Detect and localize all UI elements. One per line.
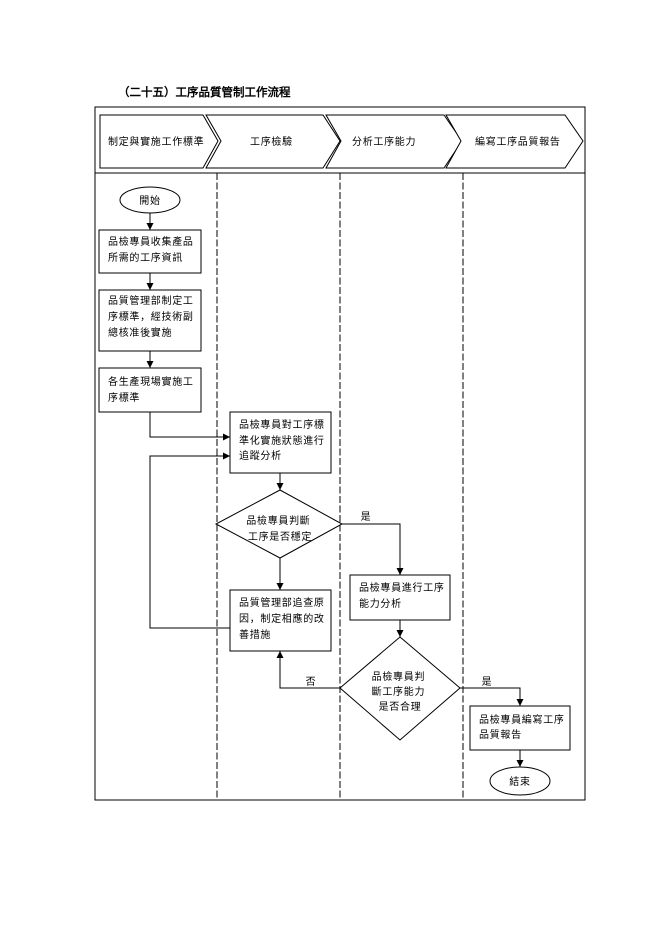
label-line: 序標準 bbox=[108, 391, 140, 404]
label-line: 序標準，經技術副 bbox=[108, 310, 194, 323]
label-line: 工序是否穩定 bbox=[248, 530, 312, 543]
lane-header-chevron bbox=[445, 114, 584, 169]
node-report: 品檢專員編寫工序 品質報告 bbox=[469, 705, 571, 751]
label-line: 品檢專員判斷 bbox=[246, 514, 310, 527]
label-line: 品檢專員進行工序 bbox=[359, 581, 445, 594]
swimlane-frame bbox=[94, 106, 586, 801]
node-label: 品檢專員對工序標 準化實施狀態進行 追蹤分析 bbox=[239, 418, 328, 462]
edge-label-capability-no: 否 bbox=[306, 676, 317, 688]
process-box bbox=[98, 229, 202, 274]
label-line: 因，制定相應的改 bbox=[239, 612, 325, 625]
process-box bbox=[469, 705, 571, 751]
process-box bbox=[229, 411, 332, 474]
lane-header-1: 制定與實施工作標準 bbox=[99, 114, 219, 169]
node-capability: 品檢專員進行工序 能力分析 bbox=[349, 574, 451, 621]
lane-header-chevron bbox=[99, 114, 219, 169]
lane-header-label: 編寫工序品質報告 bbox=[475, 135, 561, 148]
arrow-capability-yes-to-report bbox=[460, 687, 524, 706]
label-line: 所需的工序資訊 bbox=[108, 251, 183, 264]
label-line: 是否合理 bbox=[379, 700, 422, 713]
label-line: 總核准後實施 bbox=[108, 326, 172, 339]
label-line: 斷工序能力 bbox=[372, 685, 426, 698]
terminator-oval bbox=[119, 186, 181, 214]
lane-header-label: 制定與實施工作標準 bbox=[108, 135, 204, 148]
node-collect-info: 品檢專員收集產品 所需的工序資訊 bbox=[98, 229, 202, 274]
lane-header-label: 工序檢驗 bbox=[250, 135, 293, 148]
node-investigate: 品質管理部追查原 因，制定相應的改 善措施 bbox=[229, 589, 332, 652]
label-line: 能力分析 bbox=[359, 597, 402, 610]
process-box bbox=[349, 574, 451, 621]
process-box bbox=[229, 589, 332, 652]
label-line: 品質管理部制定工 bbox=[108, 294, 194, 307]
lane-header-4: 編寫工序品質報告 bbox=[445, 114, 584, 169]
edge-label-stable-yes: 是 bbox=[361, 511, 372, 523]
lane-header-chevron bbox=[205, 114, 341, 169]
label-line: 各生產現場實施工 bbox=[108, 375, 194, 388]
node-label: 品檢專員進行工序 能力分析 bbox=[359, 581, 448, 610]
node-implement: 各生產現場實施工 序標準 bbox=[98, 367, 202, 413]
node-label: 品檢專員判斷 工序是否穩定 bbox=[246, 514, 313, 543]
node-judge-stable: 品檢專員判斷 工序是否穩定 bbox=[214, 489, 344, 559]
lane-header-label: 分析工序能力 bbox=[352, 135, 416, 148]
label-line: 品檢專員收集產品 bbox=[108, 235, 194, 248]
node-track: 品檢專員對工序標 準化實施狀態進行 追蹤分析 bbox=[229, 411, 332, 474]
node-set-standard: 品質管理部制定工 序標準，經技術副 總核准後實施 bbox=[98, 289, 202, 352]
lane-header-chevron bbox=[325, 114, 463, 169]
page-title: （二十五）工序品質管制工作流程 bbox=[118, 85, 291, 99]
process-box bbox=[98, 367, 202, 413]
process-box bbox=[98, 289, 202, 352]
node-end: 結束 bbox=[489, 766, 551, 796]
edge-label-capability-yes: 是 bbox=[482, 676, 493, 688]
label-line: 品檢專員判 bbox=[372, 670, 426, 683]
label-line: 品檢專員編寫工序 bbox=[479, 713, 565, 726]
decision-diamond bbox=[214, 489, 344, 559]
arrow-implement-to-track bbox=[149, 412, 230, 441]
terminator-oval bbox=[489, 766, 551, 796]
arrow-capability-no-to-investigate bbox=[276, 651, 340, 689]
node-label: 品質管理部追查原 因，制定相應的改 善措施 bbox=[239, 596, 328, 641]
lane-header-2: 工序檢驗 bbox=[205, 114, 341, 169]
label-line: 品質管理部追查原 bbox=[239, 596, 325, 609]
decision-diamond bbox=[339, 636, 461, 741]
node-label: 各生產現場實施工 序標準 bbox=[108, 375, 197, 404]
node-judge-capability: 品檢專員判 斷工序能力 是否合理 bbox=[339, 636, 461, 741]
node-label: 品檢專員判 斷工序能力 是否合理 bbox=[372, 670, 429, 713]
label-line: 善措施 bbox=[239, 628, 271, 641]
label-line: 追蹤分析 bbox=[239, 449, 282, 462]
node-label: 開始 bbox=[139, 194, 160, 207]
node-label: 品檢專員編寫工序 品質報告 bbox=[479, 713, 568, 741]
node-label: 品檢專員收集產品 所需的工序資訊 bbox=[108, 235, 197, 264]
lane-header-3: 分析工序能力 bbox=[325, 114, 463, 169]
label-line: 品質報告 bbox=[479, 728, 522, 741]
node-label: 品質管理部制定工 序標準，經技術副 總核准後實施 bbox=[108, 294, 197, 339]
arrow-stable-yes-to-capability bbox=[342, 523, 404, 575]
node-label: 結束 bbox=[509, 775, 530, 788]
arrow-investigate-loop-to-track bbox=[149, 452, 230, 629]
node-start: 開始 bbox=[119, 186, 181, 214]
label-line: 準化實施狀態進行 bbox=[239, 434, 325, 447]
label-line: 品檢專員對工序標 bbox=[239, 418, 325, 431]
